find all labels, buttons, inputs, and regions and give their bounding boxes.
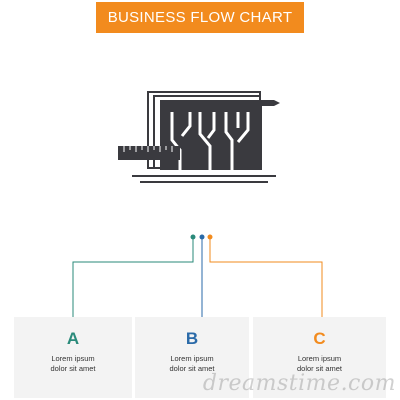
step-letter-c: C	[313, 329, 326, 348]
connector-lines	[72, 239, 323, 318]
header-banner: BUSINESS FLOW CHART	[96, 2, 304, 33]
step-text-c-line1: Lorem ipsum	[297, 354, 342, 363]
step-card-a: A Lorem ipsum dolor sit amet	[14, 317, 132, 398]
step-card-b: B Lorem ipsum dolor sit amet	[135, 317, 249, 398]
step-text-b-line1: Lorem ipsum	[170, 354, 214, 363]
chart-title: BUSINESS FLOW CHART	[107, 9, 293, 26]
node-dot-b	[199, 234, 205, 240]
node-dot-c	[207, 234, 213, 240]
connector-c	[209, 239, 323, 318]
step-card-c: C Lorem ipsum dolor sit amet	[253, 317, 386, 398]
step-text-c-line2: dolor sit amet	[296, 364, 343, 373]
step-text-a: Lorem ipsum dolor sit amet	[14, 354, 132, 374]
watermark: dreamstime.com	[202, 371, 396, 396]
step-text-a-line2: dolor sit amet	[50, 364, 96, 373]
node-dot-a	[190, 234, 196, 240]
step-letter-b: B	[185, 329, 199, 348]
step-text-c: Lorem ipsum dolor sit amet	[253, 354, 386, 374]
step-text-a-line1: Lorem ipsum	[51, 354, 95, 363]
step-text-b: Lorem ipsum dolor sit amet	[135, 354, 249, 374]
step-letter-a: A	[66, 329, 80, 348]
connector-a	[72, 239, 194, 318]
step-text-b-line2: dolor sit amet	[169, 364, 215, 373]
circuit-blueprint-icon	[118, 91, 280, 183]
